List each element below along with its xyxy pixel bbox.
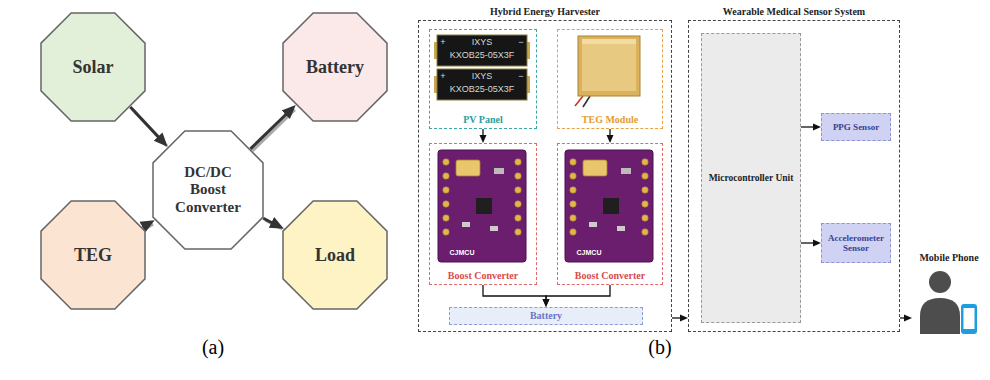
octagon-shape: [153, 131, 263, 249]
node-label: PPG Sensor: [833, 122, 879, 132]
part-marking: KXOB25-05X3F: [450, 50, 515, 60]
panel-label: (b): [648, 336, 671, 359]
connector-arrow: [263, 218, 282, 229]
node-label: Solar: [72, 57, 113, 78]
polarity-mark: +: [440, 71, 445, 81]
component-box: TEG Module: [557, 29, 663, 129]
connector-arrow: [546, 285, 610, 305]
node-label: Microcontroller Unit: [709, 173, 794, 184]
connector-shadow: [252, 110, 294, 151]
panel-label: (a): [202, 336, 224, 359]
connector-line: [130, 107, 165, 144]
octagon-shape: [41, 201, 145, 309]
connector-line: [900, 317, 910, 318]
octagon-shape: [283, 201, 387, 309]
component-box: Boost Converter: [429, 143, 537, 285]
octagon-shape: [283, 13, 387, 121]
connector-arrow: [672, 318, 686, 319]
connector-arrow: [801, 243, 819, 244]
polarity-mark: −: [518, 37, 523, 47]
node-label: Boost Converter: [448, 270, 518, 282]
connector-arrow: [610, 129, 611, 141]
connector-arrow: [900, 318, 910, 319]
part-marking: IXYS: [472, 37, 493, 47]
polarity-mark: −: [518, 71, 523, 81]
connector-line: [483, 285, 546, 305]
connector-line: [801, 126, 819, 127]
node-label: Battery: [306, 57, 364, 78]
node-label: TEG Module: [582, 114, 638, 126]
sensor-box: Accelerometer Sensor: [821, 223, 891, 263]
mcu-box: Microcontroller Unit: [701, 33, 801, 323]
group-box: Hybrid Energy HarvesterPV PanelTEG Modul…: [418, 20, 672, 332]
connector-arrow: [483, 285, 546, 305]
octagon-shape: [41, 13, 145, 121]
node-label: Load: [315, 245, 355, 266]
connector-line: [263, 218, 280, 227]
polarity-mark: +: [440, 37, 445, 47]
source-octagon: TEG: [40, 200, 146, 310]
node-label: PV Panel: [463, 114, 503, 126]
teg-module-photo: [575, 36, 640, 107]
part-marking: IXYS: [472, 71, 493, 81]
person-phone-icon: [920, 271, 977, 334]
phone-node: Mobile Phone: [912, 250, 986, 336]
storage-octagon: Battery: [282, 12, 388, 122]
sensor-box: PPG Sensor: [821, 113, 891, 141]
node-label: Boost Converter: [575, 270, 645, 282]
connector-arrow: [142, 222, 153, 229]
connector-arrow: [250, 108, 294, 151]
node-label: TEG: [74, 245, 112, 266]
connector-arrow: [130, 107, 167, 146]
converter-octagon: DC/DC Boost Converter: [152, 130, 264, 250]
node-label: Battery: [530, 310, 562, 322]
part-marking: KXOB25-05X3F: [450, 84, 515, 94]
board-marking: CJMCU: [450, 249, 475, 257]
battery-box: Battery: [449, 307, 643, 325]
group-box: Wearable Medical Sensor SystemMicrocontr…: [688, 20, 900, 332]
component-box: Boost Converter: [557, 143, 663, 285]
connector-line: [482, 129, 483, 141]
group-heading: Hybrid Energy Harvester: [419, 6, 671, 18]
load-octagon: Load: [282, 200, 388, 310]
node-label: Mobile Phone: [919, 252, 978, 264]
source-octagon: Solar: [40, 12, 146, 122]
node-label: Accelerometer Sensor: [825, 233, 887, 254]
connector-line: [142, 222, 151, 227]
connector-arrow: [483, 129, 484, 141]
connector-line: [609, 129, 610, 141]
boost-board: [565, 150, 653, 262]
connector-arrow: [801, 127, 819, 128]
connector-line: [250, 108, 292, 149]
group-heading: Wearable Medical Sensor System: [689, 6, 899, 18]
connector-line: [801, 242, 819, 243]
node-label: DC/DC Boost Converter: [166, 164, 250, 216]
boost-board: [438, 150, 526, 262]
connector-line: [546, 285, 610, 305]
pv-cells: [434, 35, 530, 100]
board-marking: CJMCU: [577, 249, 602, 257]
connector-line: [672, 317, 686, 318]
